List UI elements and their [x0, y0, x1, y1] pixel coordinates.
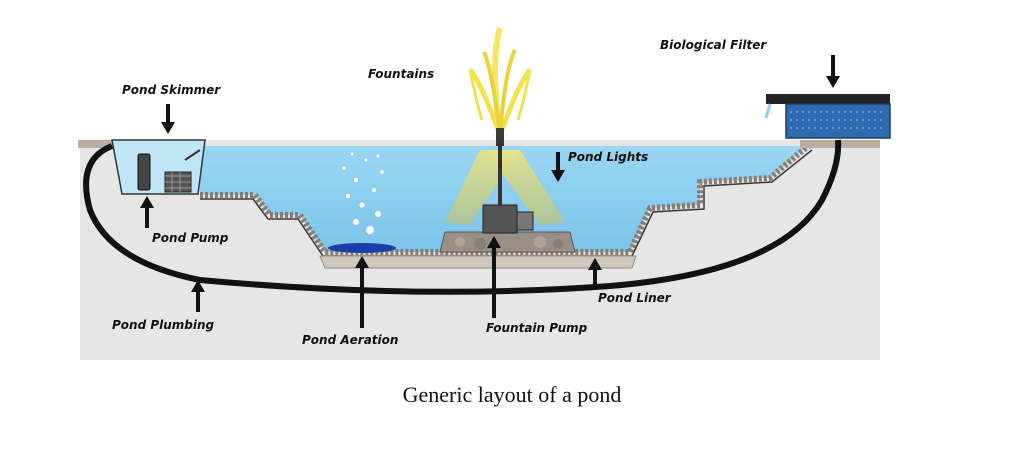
label-pond-plumbing: Pond Plumbing — [112, 318, 215, 332]
figure-caption: Generic layout of a pond — [402, 382, 622, 407]
fountain-pump-unit — [439, 140, 576, 253]
label-biological-filter: Biological Filter — [660, 38, 767, 52]
label-pond-liner: Pond Liner — [598, 291, 672, 305]
pond-bottom-gravel — [319, 255, 637, 269]
label-pond-skimmer: Pond Skimmer — [122, 83, 221, 97]
aeration-disc — [328, 243, 396, 253]
pond-liner-edge — [200, 143, 810, 255]
label-pond-pump: Pond Pump — [152, 231, 229, 245]
pond-water — [200, 146, 808, 252]
arrows — [140, 55, 840, 328]
label-fountains: Fountains — [368, 67, 434, 81]
biological-filter — [764, 94, 891, 139]
fountain-spray — [468, 27, 532, 146]
label-pond-aeration: Pond Aeration — [302, 333, 398, 347]
label-pond-lights: Pond Lights — [568, 150, 648, 164]
label-fountain-pump: Fountain Pump — [486, 321, 588, 335]
light-beam-right — [485, 150, 565, 225]
pond-skimmer — [111, 139, 206, 195]
pond-plumbing-pipe — [83, 139, 842, 295]
aeration-bubbles — [342, 152, 384, 234]
